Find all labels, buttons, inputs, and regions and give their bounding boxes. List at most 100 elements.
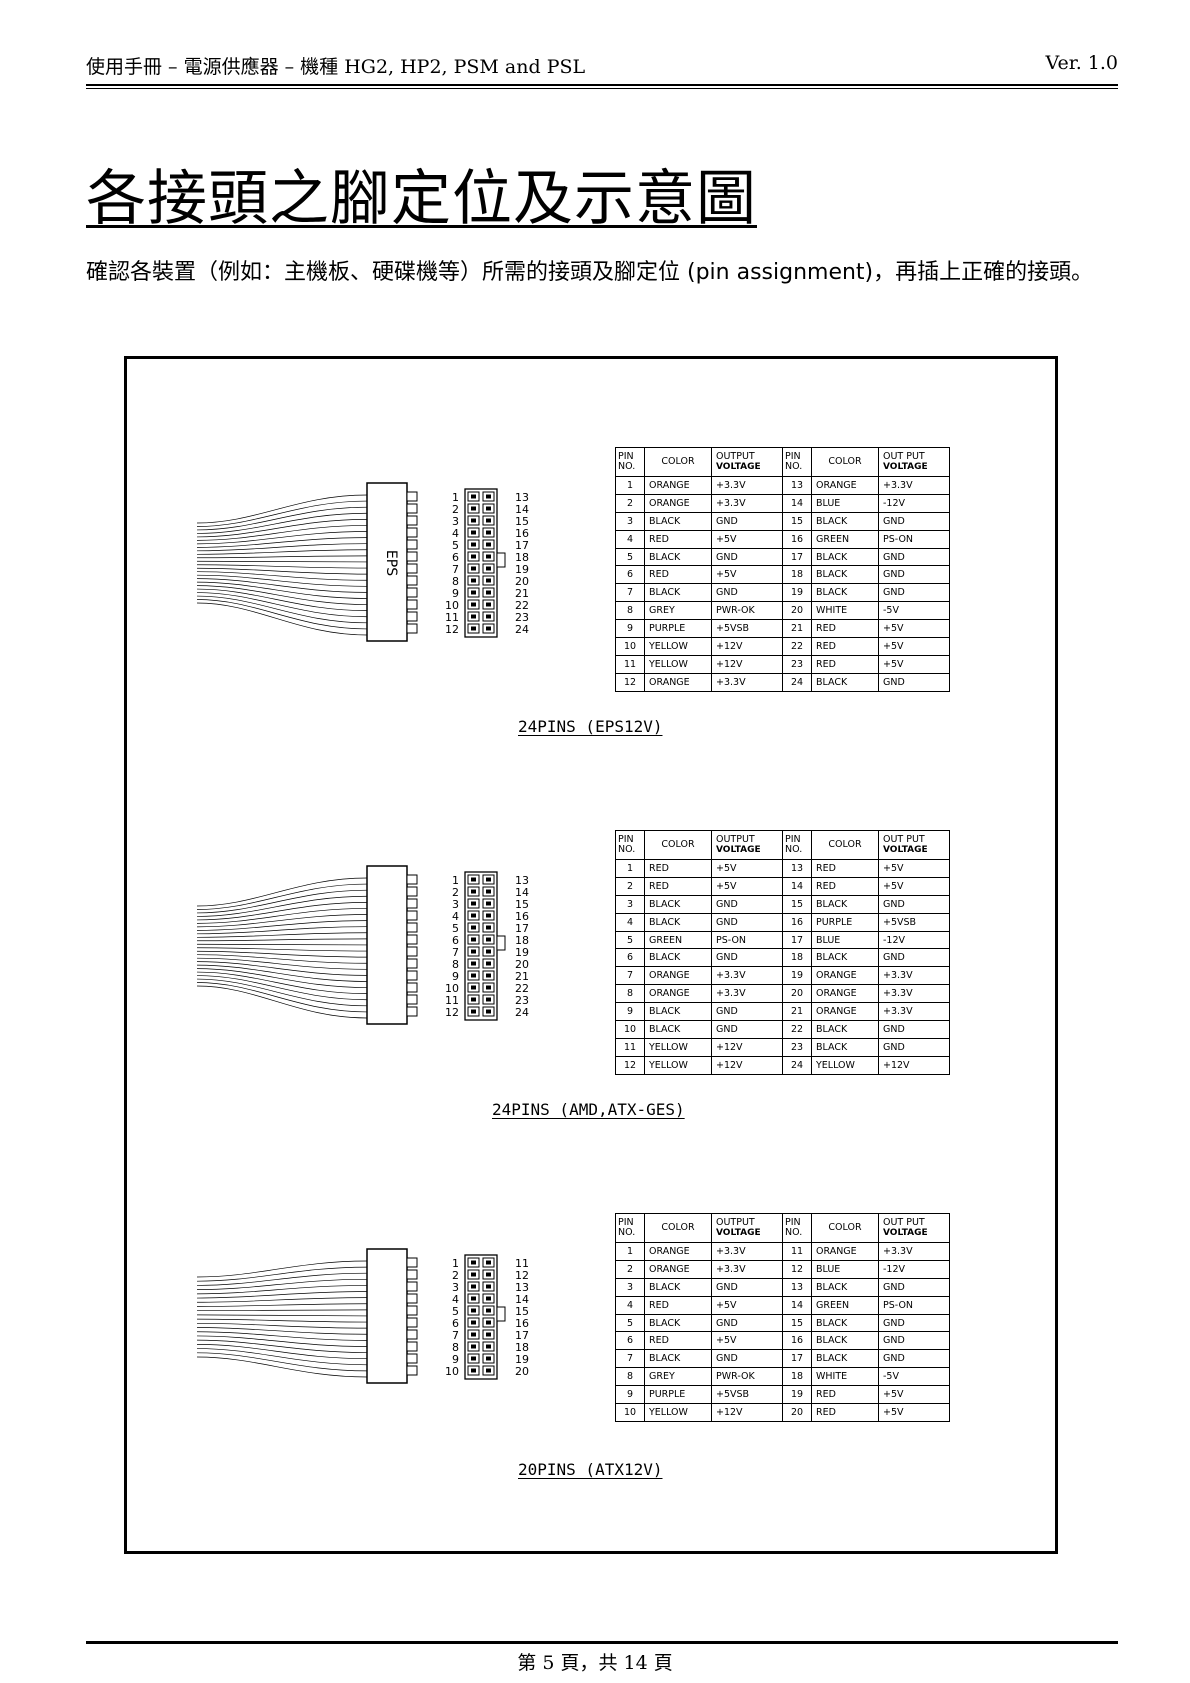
wire (197, 1272, 368, 1286)
pin-number-label: 15 (515, 515, 529, 528)
wire-color: BLACK (811, 1277, 879, 1297)
pin-number: 15 (782, 1313, 812, 1333)
output-voltage: +3.3V (711, 1259, 783, 1279)
pin-number: 12 (782, 1259, 812, 1279)
pin-number: 10 (615, 1020, 645, 1039)
wire-color: BLACK (811, 1349, 879, 1369)
output-voltage: PS-ON (878, 1295, 950, 1315)
pin-number: 1 (615, 859, 645, 878)
wire (197, 914, 368, 928)
pin-number: 17 (782, 930, 812, 950)
pin-number-label: 19 (515, 1353, 529, 1366)
pin-number-label: 9 (452, 970, 459, 983)
pin-number: 21 (782, 1002, 812, 1022)
pin-number: 16 (782, 912, 812, 932)
pin-stub (406, 910, 418, 921)
pin-contact (471, 602, 476, 607)
pin-number-label: 23 (515, 611, 529, 624)
pin-number-label: 20 (515, 958, 529, 971)
pin-contact (486, 1296, 491, 1301)
pin-contact (471, 937, 476, 942)
pin-contact (486, 518, 491, 523)
pin-number: 20 (782, 984, 812, 1004)
wire (197, 968, 368, 988)
output-voltage: +12V (711, 1055, 783, 1075)
pin-number-label: 3 (452, 515, 459, 528)
output-voltage: +3.3V (711, 966, 783, 986)
output-voltage: +5VSB (711, 1385, 783, 1405)
wire (197, 531, 368, 545)
pin-stub (406, 970, 418, 981)
pin-contact (486, 1308, 491, 1313)
pin-number-label: 22 (515, 982, 529, 995)
output-voltage: PWR-OK (711, 1367, 783, 1387)
color-header: COLOR (644, 830, 712, 860)
wire-color: RED (644, 1331, 712, 1351)
pin-contact (471, 997, 476, 1002)
pin-stub (406, 898, 418, 909)
wire-color: YELLOW (644, 1403, 712, 1422)
wire (197, 950, 368, 958)
pin-contact (471, 1296, 476, 1301)
pin-stub (406, 1329, 418, 1340)
connector-caption-1: 24PINS (EPS12V) (518, 717, 663, 736)
pin-contact (471, 949, 476, 954)
wire-color: PURPLE (644, 1385, 712, 1405)
wire-color: ORANGE (811, 966, 879, 986)
wire (197, 560, 368, 563)
pin-contact (486, 889, 491, 894)
pin-number: 3 (615, 894, 645, 914)
pin-number: 5 (615, 1313, 645, 1333)
pin-stub (406, 623, 418, 634)
page-number: 第 5 頁，共 14 頁 (517, 1652, 673, 1674)
pin-number-label: 14 (515, 886, 529, 899)
pin-stub (406, 611, 418, 622)
wire (197, 567, 368, 575)
output-voltage: +5VSB (878, 912, 950, 932)
pin-number-label: 24 (515, 623, 529, 636)
output-voltage: GND (711, 912, 783, 932)
pin-number: 19 (782, 1385, 812, 1405)
wire (197, 877, 368, 907)
wire (197, 964, 368, 982)
wire (197, 1309, 368, 1312)
pin-number: 9 (615, 1385, 645, 1405)
latch (496, 1306, 506, 1322)
connector-body (366, 865, 408, 1025)
pin-stub (406, 958, 418, 969)
pin-number-label: 17 (515, 922, 529, 935)
wire-color: RED (644, 1295, 712, 1315)
pin-number-label: 1 (452, 1257, 459, 1270)
output-voltage: +12V (711, 1403, 783, 1422)
wire (197, 938, 368, 942)
pin-contact (486, 1272, 491, 1277)
wire (197, 500, 368, 527)
wire (197, 506, 368, 531)
pin-number: 2 (615, 876, 645, 896)
pin-number-label: 12 (445, 623, 459, 636)
pin-number-label: 24 (515, 1006, 529, 1019)
color-header: COLOR (811, 1213, 879, 1243)
pin-contact (471, 889, 476, 894)
pin-number-label: 8 (452, 1341, 459, 1354)
pin-number-label: 16 (515, 527, 529, 540)
pin-contact (471, 925, 476, 930)
intro-paragraph: 確認各裝置（例如：主機板、硬碟機等）所需的接頭及腳定位 (pin assignm… (86, 260, 1094, 285)
connector-caption-3: 20PINS (ATX12V) (518, 1460, 663, 1479)
pin-number-label: 8 (452, 958, 459, 971)
pin-number-label: 6 (452, 1317, 459, 1330)
wire-color: ORANGE (644, 984, 712, 1004)
pin-contact (486, 602, 491, 607)
